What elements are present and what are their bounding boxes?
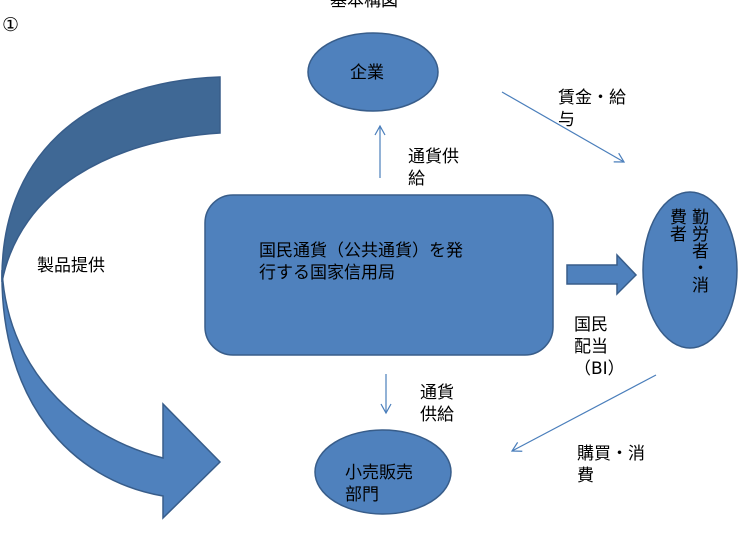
curved-product-arrow: [1, 76, 222, 520]
national-dividend-label: 国民 配当 （BI）: [574, 314, 625, 380]
company-node-label: 企業: [350, 63, 384, 83]
purchase-arrow: [510, 374, 657, 452]
edge-label-line: 供給: [420, 405, 454, 425]
edge-label-line: 通貨: [420, 383, 454, 403]
diagram-title: 基本構図: [330, 0, 398, 11]
currency-supply-up-label: 通貨供 給: [408, 146, 459, 190]
workers-node-label: 勤労者・消 費者: [665, 208, 709, 308]
retail-label-line: 部門: [345, 485, 379, 505]
curved-arrow-lower-body: [1, 269, 222, 520]
retail-node-label: 小売販売 部門: [345, 462, 413, 506]
edge-label-line: 費: [577, 466, 594, 486]
edge-label-line: 配当: [574, 337, 608, 357]
company-node-shape: [307, 32, 439, 112]
wages-label: 賃金・給 与: [558, 87, 626, 131]
retail-label-line: 小売販売: [345, 463, 413, 483]
edge-label-line: 購買・消: [577, 444, 645, 464]
edge-label-line: 通貨供: [408, 147, 459, 167]
purchase-label: 購買・消 費: [577, 443, 645, 487]
wages-arrow: [501, 91, 626, 163]
section-marker: ①: [2, 14, 20, 36]
currency-supply-down-label: 通貨 供給: [420, 382, 454, 426]
edge-label-line: 給: [408, 169, 425, 189]
central-bank-node-label: 国民通貨（公共通貨）を発 行する国家信用局: [259, 240, 463, 284]
central-bank-label-line: 行する国家信用局: [259, 263, 395, 283]
product-supply-label: 製品提供: [37, 256, 105, 276]
dividend-block-arrow: [566, 253, 638, 296]
central-bank-label-line: 国民通貨（公共通貨）を発: [259, 241, 463, 261]
edge-label-line: 国民: [574, 315, 608, 335]
edge-label-line: 与: [558, 110, 575, 130]
central-bank-node-shape: [204, 194, 554, 356]
curved-arrow-upper-body: [1, 76, 221, 283]
workers-label-line: 勤労者・消: [688, 208, 708, 293]
workers-label-line: 費者: [666, 208, 686, 242]
edge-label-line: （BI）: [574, 359, 625, 379]
retail-node-shape: [314, 429, 452, 515]
workers-node-shape: [642, 191, 738, 349]
edge-label-line: 賃金・給: [558, 88, 626, 108]
